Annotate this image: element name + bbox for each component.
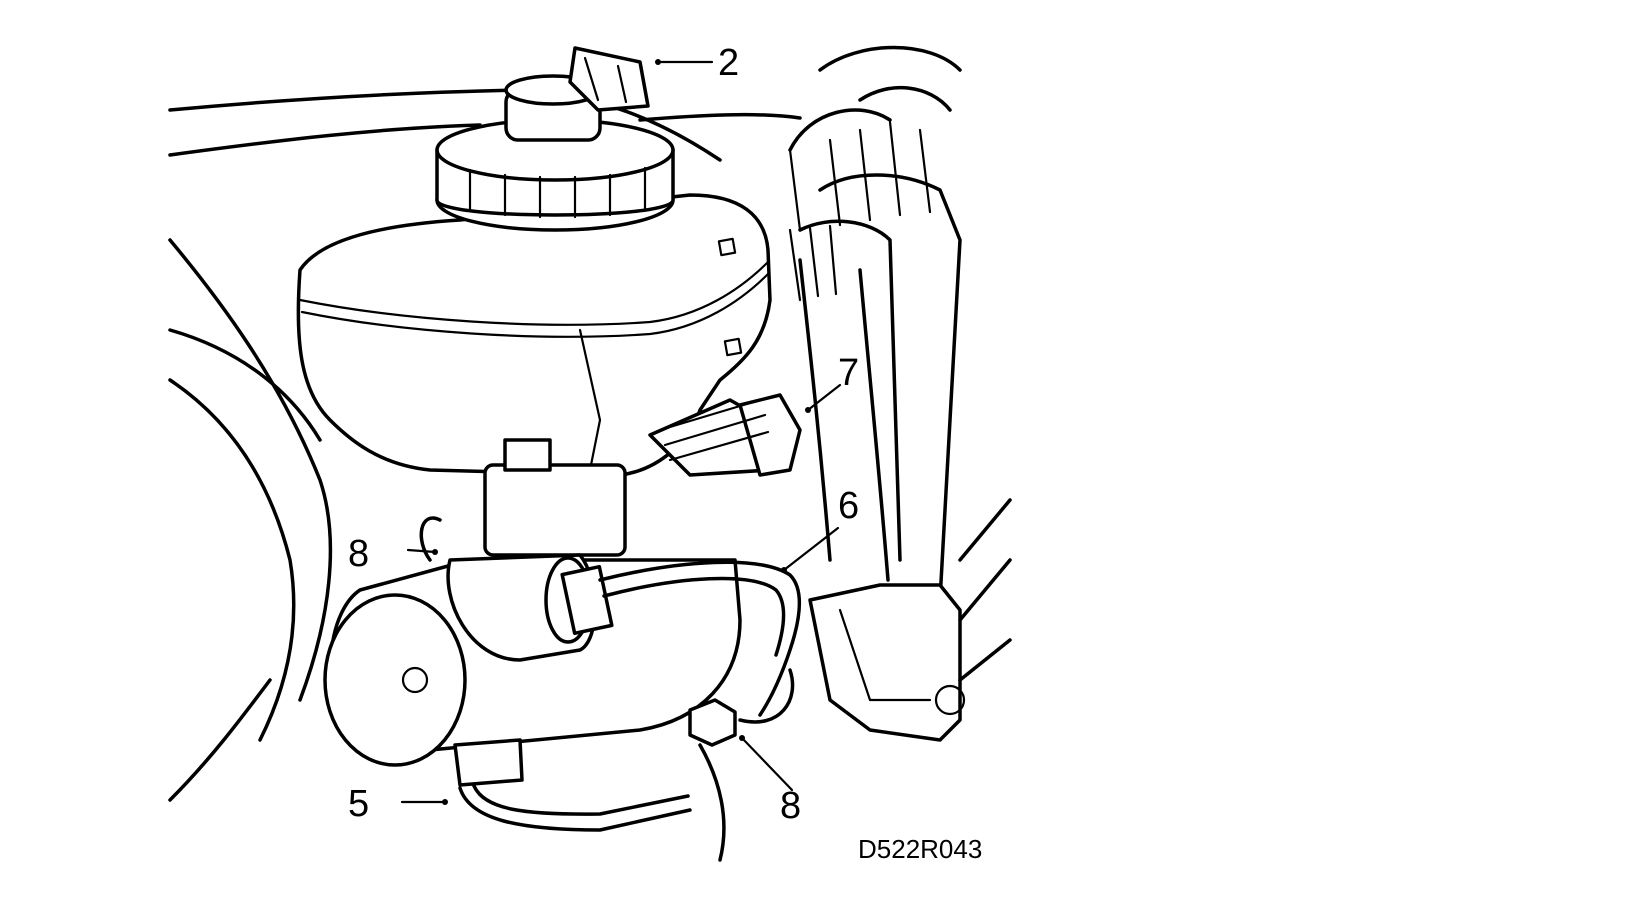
callout-8-lower: 8 (780, 785, 801, 827)
callout-leaders (400, 59, 842, 805)
brake-pipes (419, 516, 802, 832)
master-cylinder (323, 438, 742, 787)
pressure-sensor-connector (648, 393, 802, 477)
level-sensor-connector (568, 46, 650, 112)
callout-6: 6 (838, 485, 859, 527)
reservoir-cap (435, 74, 675, 232)
callout-8-upper: 8 (348, 533, 369, 575)
callout-7: 7 (838, 352, 859, 394)
callout-2: 2 (718, 42, 739, 84)
callout-5: 5 (348, 783, 369, 825)
booster-mount-nut (688, 668, 795, 862)
fluid-reservoir (296, 193, 772, 477)
vacuum-hose (788, 45, 1012, 742)
figure-code: D522R043 (858, 834, 982, 864)
